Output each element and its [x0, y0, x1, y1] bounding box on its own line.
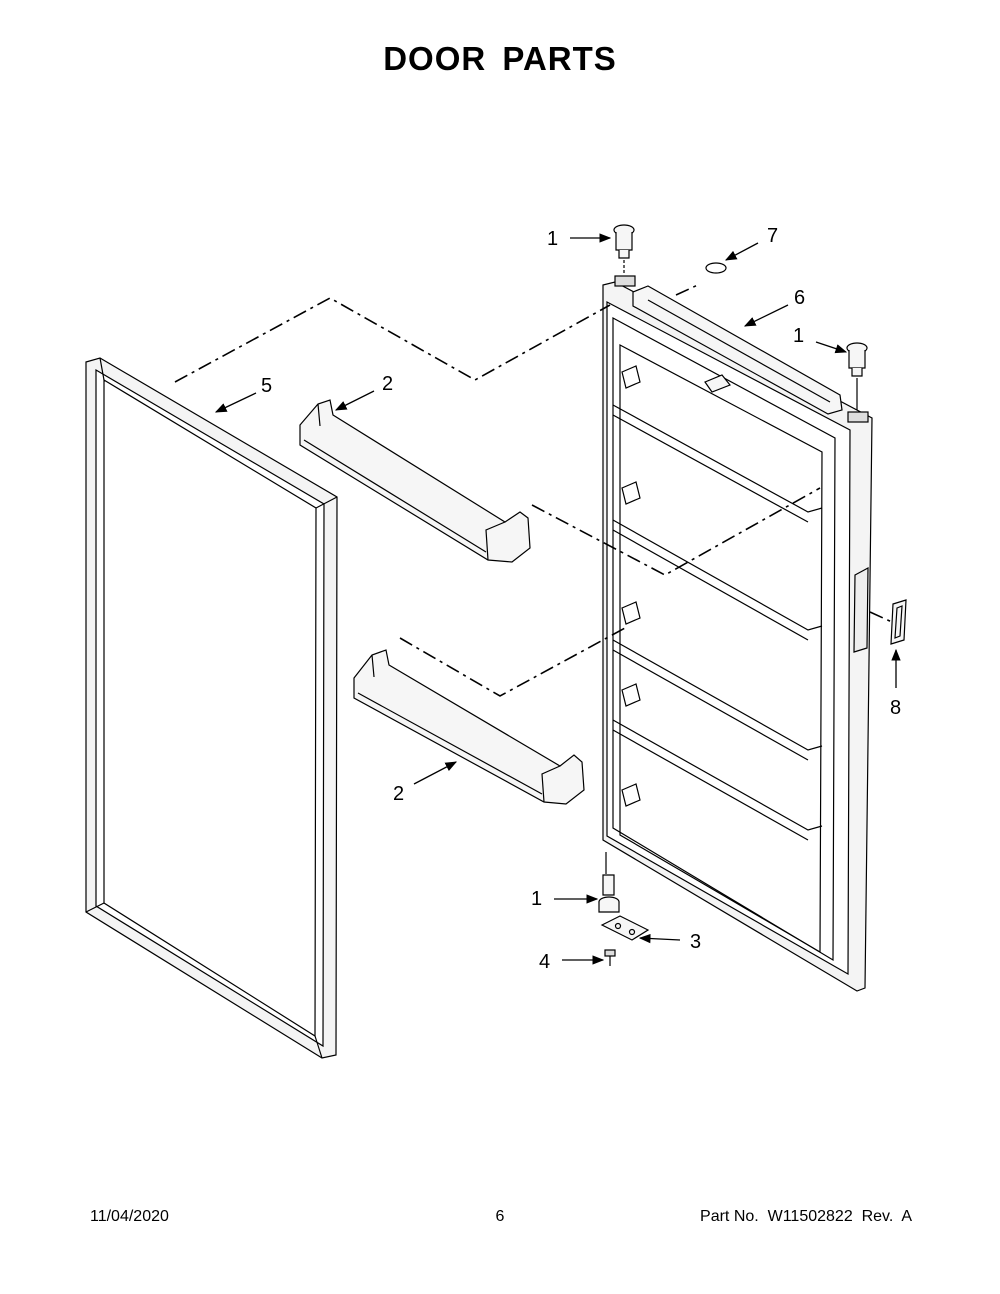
- callout-2-lower: 2: [393, 783, 404, 805]
- callout-1-top: 1: [547, 228, 558, 250]
- callout-1-right: 1: [793, 325, 804, 347]
- callout-5: 5: [261, 375, 272, 397]
- door-gasket: [85, 357, 338, 1059]
- callout-8: 8: [890, 697, 901, 719]
- hinge-screw: [604, 949, 616, 966]
- callout-4: 4: [539, 951, 550, 973]
- door-assembly: [602, 281, 873, 992]
- footer-part-number: Part No. W11502822 Rev. A: [700, 1208, 912, 1225]
- door-bin-lower: [353, 649, 585, 805]
- footer-page-number: 6: [495, 1208, 505, 1225]
- callout-3: 3: [690, 931, 701, 953]
- hinge-bushing-bottom: [598, 852, 620, 913]
- callout-2-upper: 2: [382, 373, 393, 395]
- callout-7: 7: [767, 225, 778, 247]
- handle-insert: [890, 599, 907, 645]
- footer-date: 11/04/2020: [90, 1208, 169, 1225]
- page-title: DOOR PARTS: [383, 40, 617, 77]
- callout-1-bottom: 1: [531, 888, 542, 910]
- door-top-trim: [632, 285, 843, 415]
- hinge-bushing-top: [613, 224, 636, 287]
- assembly-lines: [174, 283, 893, 697]
- gasket-plug: [705, 262, 727, 274]
- hinge-plate: [600, 915, 650, 941]
- door-bin-upper: [299, 399, 531, 563]
- leader-arrows: [214, 233, 901, 965]
- callout-6: 6: [794, 287, 805, 309]
- hinge-bushing-right: [846, 342, 869, 423]
